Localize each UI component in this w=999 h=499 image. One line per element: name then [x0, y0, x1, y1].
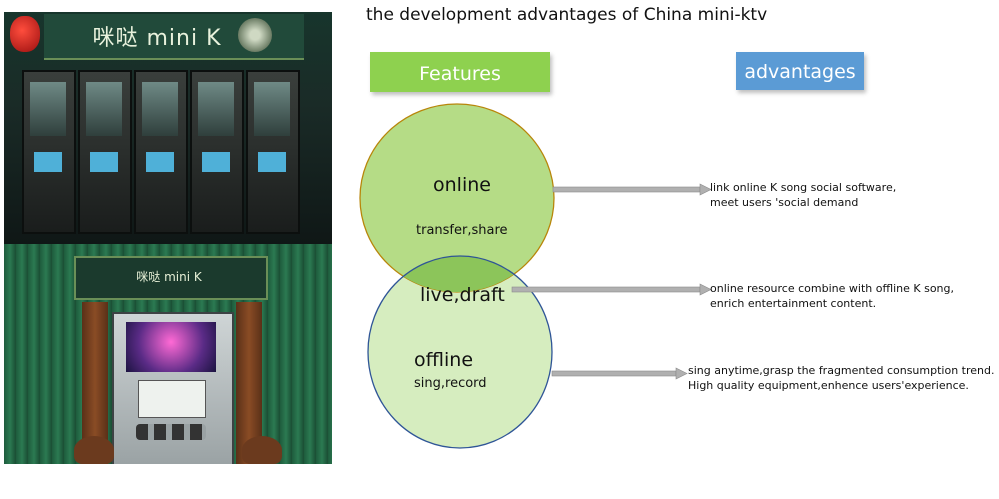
booth [134, 70, 188, 234]
advantage-online-line1: link online K song social software, [710, 181, 897, 194]
stool [74, 436, 114, 464]
flower-logo-icon [238, 18, 272, 52]
advantage-overlap-line1: online resource combine with offline K s… [710, 282, 955, 295]
advantage-offline: sing anytime,grasp the fragmented consum… [688, 363, 994, 393]
booth [78, 70, 132, 234]
page-title: the development advantages of China mini… [366, 5, 768, 25]
kiosk-arch-text: 咪哒 mini K [136, 270, 202, 284]
photo-sign-text: 咪哒 mini K [92, 26, 222, 51]
kiosk-panel [138, 380, 206, 418]
offline-label: offline [414, 349, 474, 371]
advantage-online: link online K song social software, meet… [710, 180, 896, 210]
online-label: online [433, 174, 491, 196]
kiosk-arch [74, 256, 268, 300]
kiosk-screen [126, 322, 216, 372]
advantage-overlap-line2: enrich entertainment content. [710, 297, 877, 310]
overlap-label: live,draft [420, 284, 505, 306]
online-sub-label: transfer,share [416, 223, 508, 238]
advantages-header: advantages [736, 52, 864, 90]
kiosk-knobs [136, 424, 206, 440]
booth [246, 70, 300, 234]
advantage-online-line2: meet users 'social demand [710, 196, 859, 209]
features-header: Features [370, 52, 550, 92]
arrow-offline [551, 367, 688, 380]
lantern-icon [10, 16, 40, 52]
kiosk-photo: 咪哒 mini K 咪哒 mini K [4, 12, 332, 464]
stool [242, 436, 282, 464]
booth [190, 70, 244, 234]
offline-sub-label: sing,record [414, 376, 487, 391]
advantage-offline-line2: High quality equipment,enhence users'exp… [688, 379, 969, 392]
advantage-offline-line1: sing anytime,grasp the fragmented consum… [688, 364, 995, 377]
arrow-online [552, 183, 712, 196]
advantage-overlap: online resource combine with offline K s… [710, 281, 954, 311]
arrow-overlap [511, 283, 712, 296]
offline-circle [368, 256, 552, 448]
booth [22, 70, 76, 234]
offline-circle-outline [367, 255, 553, 449]
